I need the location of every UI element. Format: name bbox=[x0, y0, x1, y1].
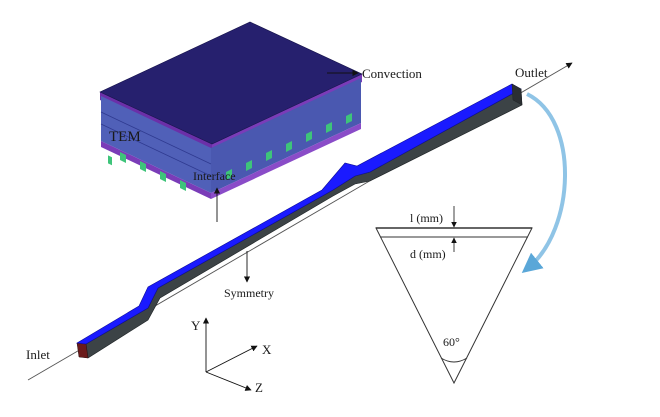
angle-label: 60° bbox=[443, 335, 460, 349]
channel-outlet-face bbox=[511, 83, 523, 106]
convection-label: Convection bbox=[362, 66, 422, 81]
section-callout-arrow bbox=[521, 92, 567, 274]
interface-label: Interface bbox=[193, 169, 236, 183]
tem-top-plate bbox=[99, 21, 363, 145]
symmetry-label: Symmetry bbox=[224, 286, 274, 300]
tem-legs-front bbox=[101, 96, 211, 193]
tem-module bbox=[99, 21, 363, 199]
tem-label: TEM bbox=[109, 129, 141, 145]
channel-inlet-face bbox=[76, 342, 89, 359]
x-axis bbox=[205, 345, 258, 373]
width-label: l (mm) bbox=[410, 211, 443, 225]
z-axis-label: Z bbox=[255, 380, 263, 395]
coordinate-axes: Y X Z bbox=[191, 317, 272, 395]
angle-arc bbox=[440, 357, 468, 363]
inlet-label: Inlet bbox=[26, 347, 50, 362]
tem-legs-highlight bbox=[108, 155, 112, 166]
tem-bottom-plate-side bbox=[211, 123, 361, 199]
y-axis-label: Y bbox=[191, 318, 201, 333]
x-axis-label: X bbox=[262, 342, 272, 357]
z-axis bbox=[205, 371, 252, 391]
depth-label: d (mm) bbox=[410, 247, 446, 261]
cross-section: l (mm) d (mm) 60° bbox=[375, 206, 533, 385]
outlet-label: Outlet bbox=[515, 65, 548, 80]
